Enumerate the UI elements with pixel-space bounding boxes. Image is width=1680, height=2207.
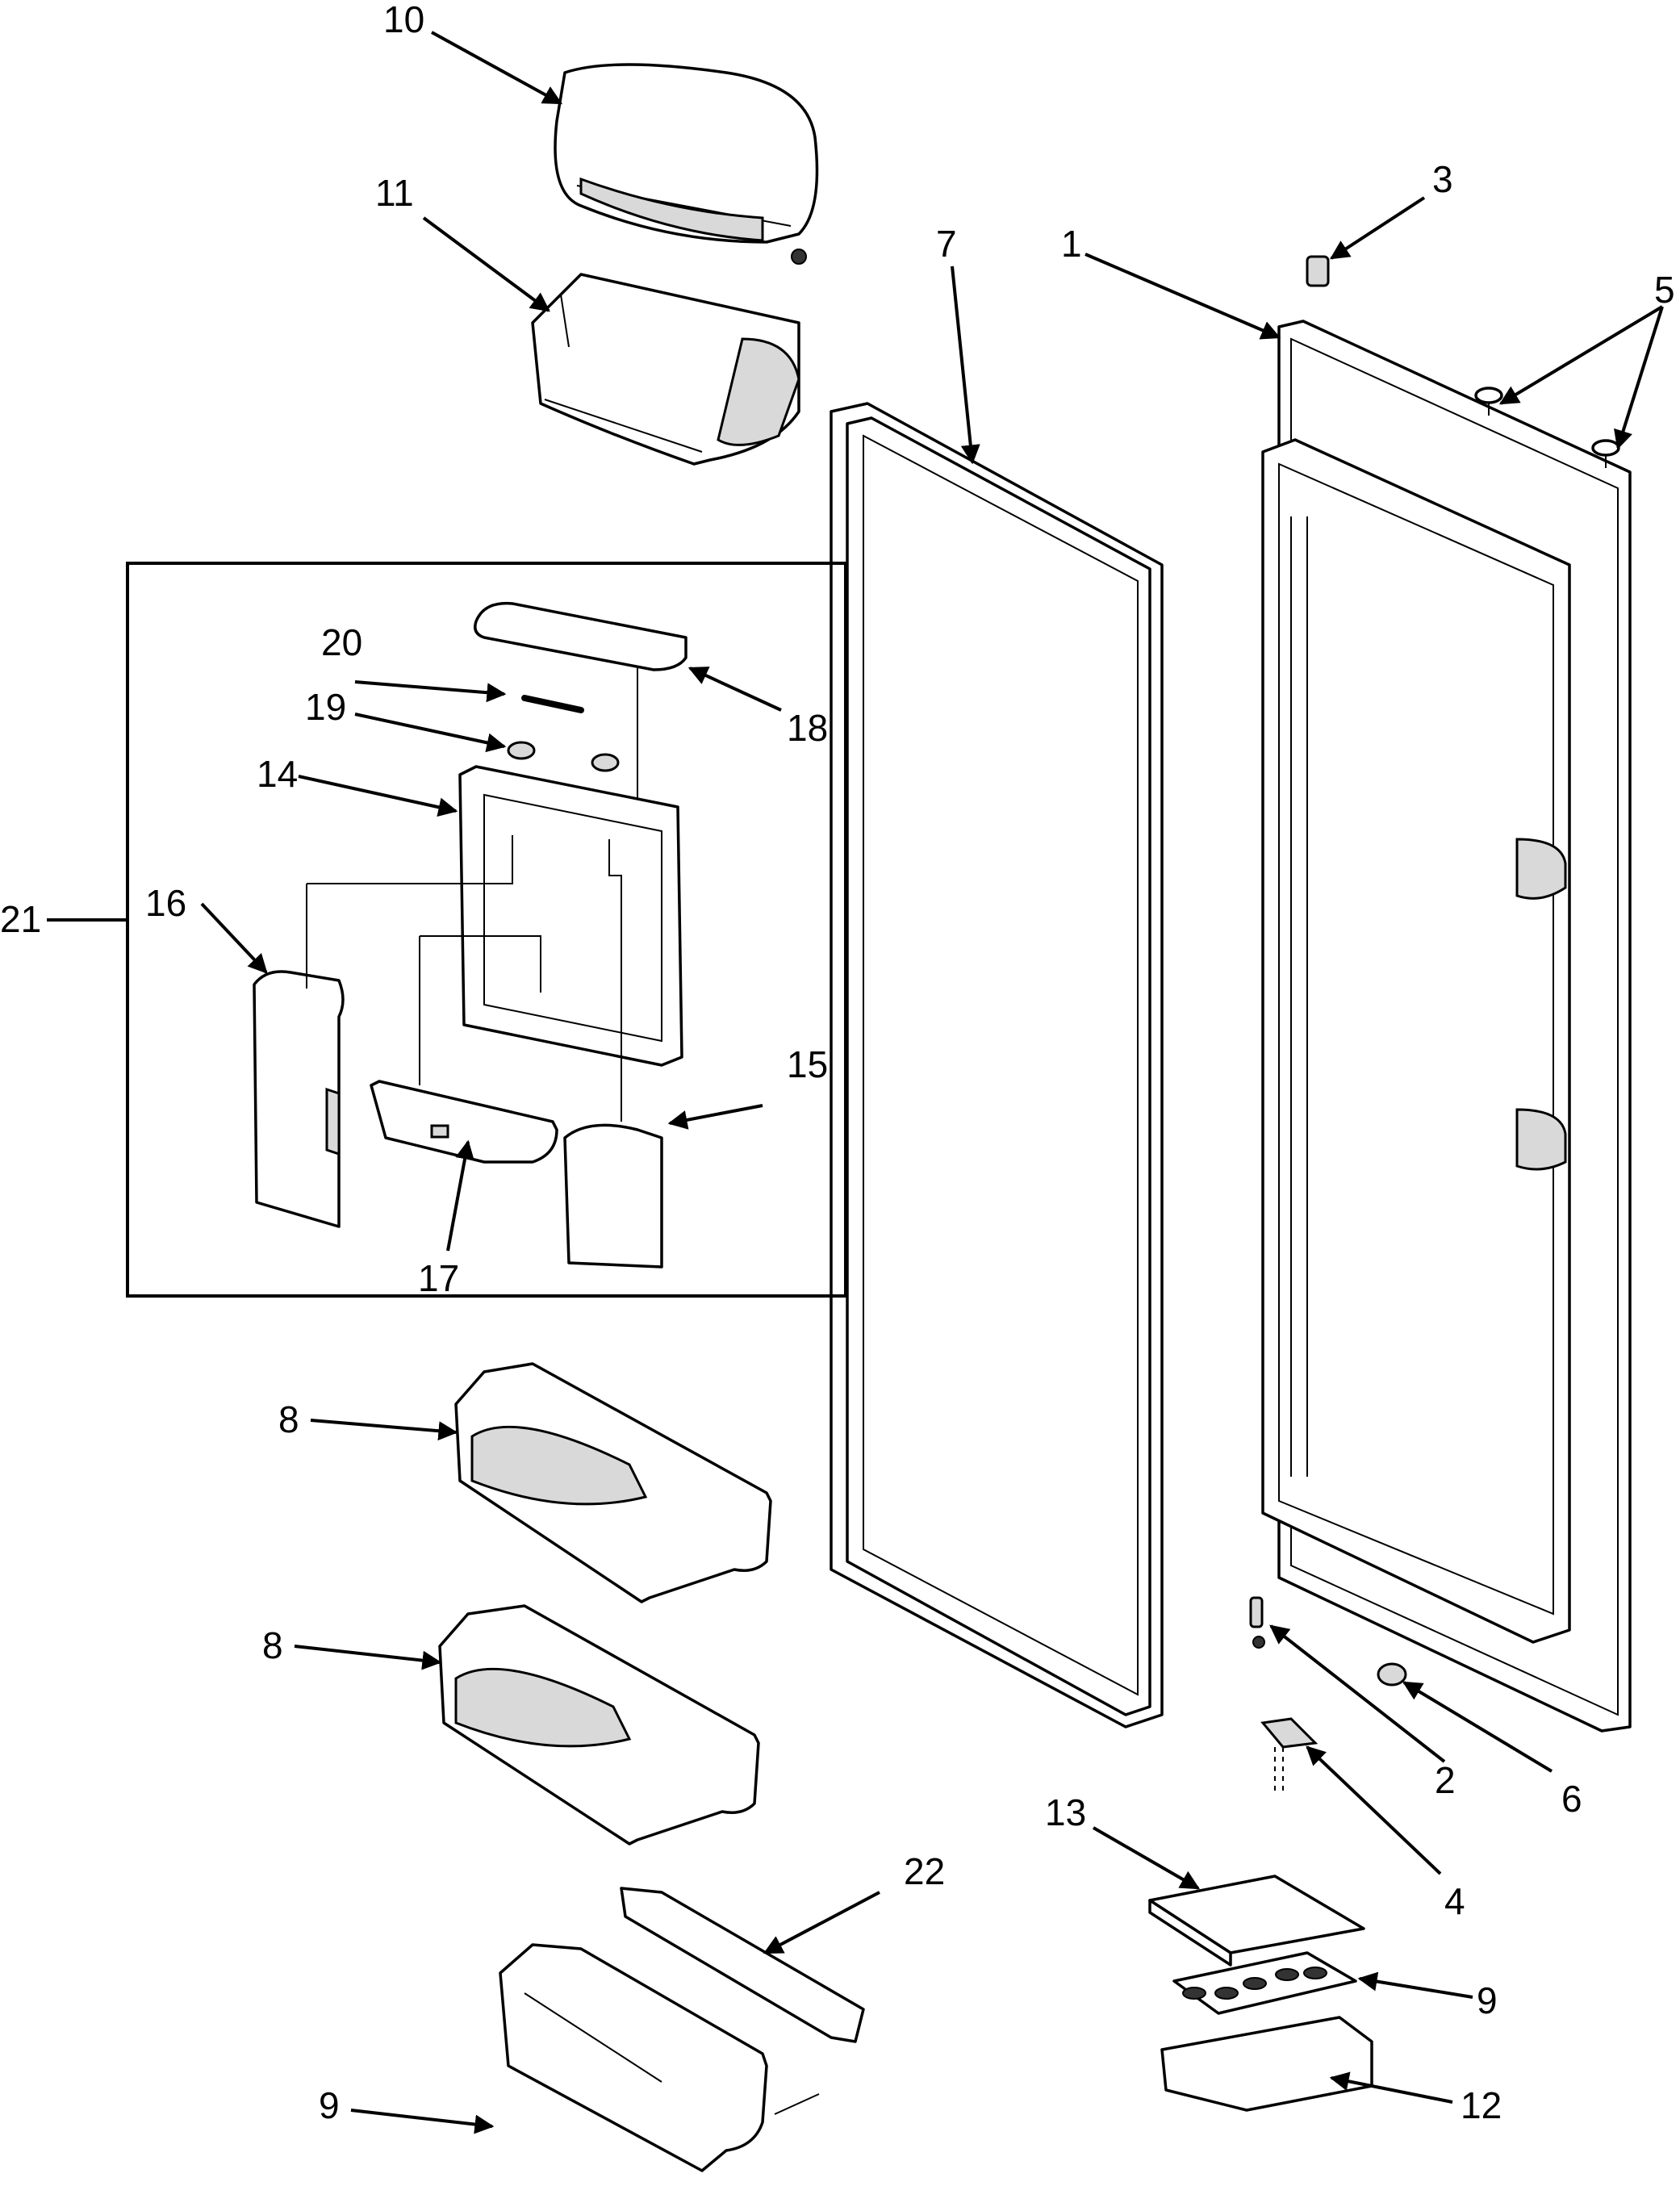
callout-22: 21 bbox=[0, 898, 41, 940]
part-8-door-bin-upper bbox=[454, 1362, 772, 1603]
part-20-hinge bbox=[507, 741, 620, 772]
callout-1: 1 bbox=[1061, 223, 1082, 265]
part-1-door bbox=[1261, 320, 1632, 1733]
part-17-side-bin bbox=[253, 970, 345, 1228]
callout-21: 20 bbox=[321, 621, 362, 663]
part-3-hinge-bushing bbox=[1306, 255, 1330, 287]
callout-13: 12 bbox=[1461, 2084, 1502, 2126]
part-18-tray bbox=[370, 1080, 558, 1164]
part-4-bracket bbox=[1260, 1717, 1319, 1795]
callout-18: 17 bbox=[418, 1257, 459, 1299]
callout-8-upper: 8 bbox=[278, 1398, 299, 1440]
part-23-bin-retainer bbox=[620, 1887, 865, 2115]
callout-labels: 10 11 7 1 3 5 20 19 18 14 16 21 15 17 8 … bbox=[0, 0, 1675, 2126]
part-8-door-bin-lower bbox=[438, 1604, 760, 1845]
callout-9: 9 bbox=[319, 2084, 340, 2126]
callout-10: 9 bbox=[1477, 1979, 1498, 2021]
callout-5: 5 bbox=[1654, 269, 1675, 311]
callout-19: 18 bbox=[787, 707, 828, 749]
callout-3: 3 bbox=[1432, 158, 1453, 200]
part-7-door-gasket bbox=[830, 402, 1164, 1728]
part-15-frame bbox=[458, 765, 683, 1067]
callout-17: 16 bbox=[145, 882, 186, 924]
part-13-egg-bin bbox=[1160, 2016, 1373, 2112]
callout-4: 4 bbox=[1444, 1880, 1465, 1922]
callout-7: 7 bbox=[936, 223, 957, 265]
assembly-leader-lines bbox=[306, 667, 638, 1122]
callout-2: 2 bbox=[1435, 1759, 1456, 1801]
leader-arrows bbox=[47, 31, 1664, 2134]
part-6-cap bbox=[1377, 1662, 1407, 1687]
shelf-clip-row bbox=[1290, 516, 1308, 1477]
callout-8-lower: 8 bbox=[262, 1624, 283, 1666]
callout-14: 13 bbox=[1045, 1791, 1086, 1833]
callout-15: 14 bbox=[257, 753, 298, 795]
part-9-gallon-bin bbox=[499, 1943, 768, 2172]
part-11-dairy-cover bbox=[554, 63, 819, 265]
callout-16: 15 bbox=[787, 1043, 828, 1085]
part-19-cover bbox=[474, 601, 687, 671]
part-2-stop bbox=[1249, 1596, 1265, 1649]
part-16-side-bin bbox=[563, 1123, 663, 1269]
part-10-egg-tray bbox=[1172, 1951, 1357, 2015]
callout-6: 6 bbox=[1561, 1778, 1582, 1820]
part-22-assembly-box bbox=[126, 562, 847, 1298]
callout-20: 19 bbox=[305, 686, 346, 728]
part-14-egg-cover bbox=[1148, 1875, 1365, 1967]
part-21-rod bbox=[521, 695, 584, 713]
callout-23: 22 bbox=[904, 1850, 945, 1892]
callout-12: 11 bbox=[375, 172, 414, 214]
part-12-dairy-bin bbox=[531, 273, 800, 466]
callout-11: 10 bbox=[383, 0, 424, 40]
